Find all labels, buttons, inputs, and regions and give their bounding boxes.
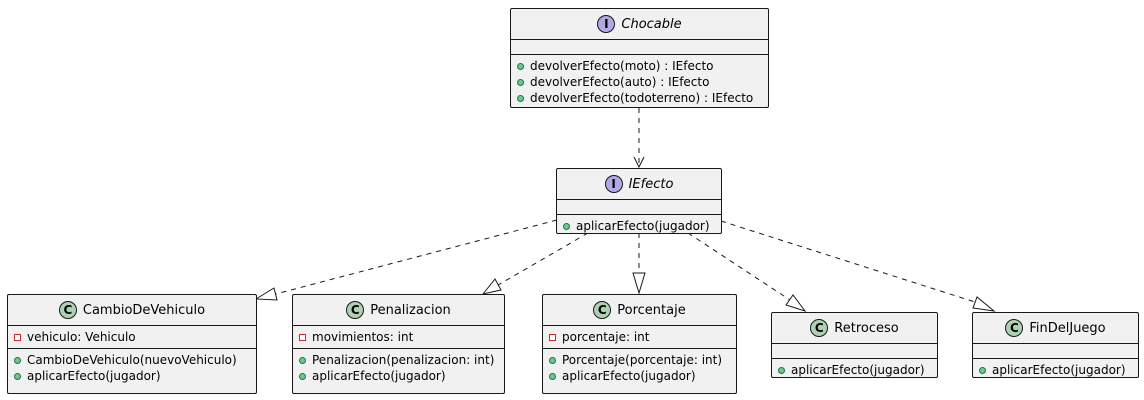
public-member-icon: [517, 78, 524, 86]
method-text: devolverEfecto(todoterreno) : IEfecto: [530, 91, 754, 105]
interface-chocable: I Chocable devolverEfecto(moto) : IEfect…: [510, 8, 769, 108]
method-text: aplicarEfecto(jugador): [562, 369, 696, 383]
methods-section: aplicarEfecto(jugador): [772, 358, 937, 381]
class-findeljuego: C FinDelJuego aplicarEfecto(jugador): [972, 312, 1139, 378]
method-row: aplicarEfecto(jugador): [557, 218, 721, 234]
method-row: devolverEfecto(todoterreno) : IEfecto: [511, 90, 768, 106]
method-text: aplicarEfecto(jugador): [312, 369, 446, 383]
class-badge-icon: C: [810, 319, 829, 337]
methods-section: aplicarEfecto(jugador): [557, 214, 721, 237]
method-row: Porcentaje(porcentaje: int): [543, 352, 736, 368]
field-row: vehiculo: Vehiculo: [8, 329, 256, 345]
realization-line-retroceso: [687, 232, 791, 301]
class-header: C Porcentaje: [543, 295, 736, 325]
class-badge-icon: C: [346, 301, 365, 319]
public-member-icon: [563, 222, 570, 230]
method-text: Penalizacion(penalizacion: int): [312, 353, 495, 367]
fields-section: porcentaje: int: [543, 325, 736, 348]
method-row: aplicarEfecto(jugador): [543, 368, 736, 384]
fields-section: movimientos: int: [293, 325, 504, 348]
class-header: C FinDelJuego: [973, 313, 1138, 343]
field-row: movimientos: int: [293, 329, 504, 345]
methods-section: CambioDeVehiculo(nuevoVehiculo) aplicarE…: [8, 348, 256, 387]
fields-section: [511, 39, 768, 54]
realization-line-findeljuego: [720, 220, 976, 303]
class-badge-icon: C: [1005, 319, 1024, 337]
field-text: vehiculo: Vehiculo: [27, 330, 136, 344]
class-header: I IEfecto: [557, 169, 721, 199]
private-member-icon: [14, 333, 21, 341]
realization-line-cambio: [271, 219, 558, 296]
class-header: C CambioDeVehiculo: [8, 295, 256, 325]
public-member-icon: [979, 366, 986, 374]
method-row: devolverEfecto(auto) : IEfecto: [511, 74, 768, 90]
public-member-icon: [299, 372, 306, 380]
realization-arrowhead-porcentaje: [632, 272, 646, 295]
class-retroceso: C Retroceso aplicarEfecto(jugador): [771, 312, 938, 378]
private-member-icon: [299, 333, 306, 341]
methods-section: Penalizacion(penalizacion: int) aplicarE…: [293, 348, 504, 387]
public-member-icon: [549, 356, 556, 364]
interface-iefecto: I IEfecto aplicarEfecto(jugador): [556, 168, 722, 234]
methods-section: Porcentaje(porcentaje: int) aplicarEfect…: [543, 348, 736, 387]
class-name: IEfecto: [628, 176, 674, 192]
class-badge-icon: C: [58, 301, 77, 319]
method-text: Porcentaje(porcentaje: int): [562, 353, 723, 367]
class-porcentaje: C Porcentaje porcentaje: int Porcentaje(…: [542, 294, 737, 394]
interface-badge-icon: I: [597, 15, 616, 33]
realization-arrowhead-findeljuego: [972, 296, 996, 312]
dependency-arrowhead: [633, 156, 645, 169]
class-name: Retroceso: [834, 320, 899, 336]
methods-section: aplicarEfecto(jugador): [973, 358, 1138, 381]
fields-section: vehiculo: Vehiculo: [8, 325, 256, 348]
method-row: devolverEfecto(moto) : IEfecto: [511, 58, 768, 74]
public-member-icon: [14, 356, 21, 364]
fields-section: [772, 343, 937, 358]
method-text: aplicarEfecto(jugador): [791, 363, 925, 377]
field-row: porcentaje: int: [543, 329, 736, 345]
class-header: C Retroceso: [772, 313, 937, 343]
field-text: movimientos: int: [312, 330, 414, 344]
class-header: I Chocable: [511, 9, 768, 39]
method-text: aplicarEfecto(jugador): [27, 369, 161, 383]
public-member-icon: [14, 372, 21, 380]
public-member-icon: [778, 366, 785, 374]
method-text: CambioDeVehiculo(nuevoVehiculo): [27, 353, 237, 367]
public-member-icon: [517, 62, 524, 70]
method-row: aplicarEfecto(jugador): [772, 362, 937, 378]
methods-section: devolverEfecto(moto) : IEfecto devolverE…: [511, 54, 768, 109]
method-row: aplicarEfecto(jugador): [293, 368, 504, 384]
public-member-icon: [299, 356, 306, 364]
class-name: CambioDeVehiculo: [82, 302, 206, 318]
method-text: devolverEfecto(moto) : IEfecto: [530, 59, 714, 73]
interface-badge-icon: I: [604, 175, 623, 193]
realization-line-penalizacion: [497, 232, 589, 286]
public-member-icon: [517, 94, 524, 102]
method-row: aplicarEfecto(jugador): [8, 368, 256, 384]
private-member-icon: [549, 333, 556, 341]
class-badge-icon: C: [593, 301, 612, 319]
fields-section: [557, 199, 721, 214]
class-cambiodevehiculo: C CambioDeVehiculo vehiculo: Vehiculo Ca…: [7, 294, 257, 394]
method-row: CambioDeVehiculo(nuevoVehiculo): [8, 352, 256, 368]
class-header: C Penalizacion: [293, 295, 504, 325]
class-name: FinDelJuego: [1029, 320, 1106, 336]
realization-arrowhead-cambio: [254, 287, 278, 301]
fields-section: [973, 343, 1138, 358]
class-name: Chocable: [621, 16, 682, 32]
method-row: Penalizacion(penalizacion: int): [293, 352, 504, 368]
class-penalizacion: C Penalizacion movimientos: int Penaliza…: [292, 294, 505, 394]
method-text: aplicarEfecto(jugador): [576, 219, 710, 233]
class-name: Porcentaje: [617, 302, 686, 318]
method-text: devolverEfecto(auto) : IEfecto: [530, 75, 710, 89]
method-row: aplicarEfecto(jugador): [973, 362, 1138, 378]
class-name: Penalizacion: [370, 302, 451, 318]
realization-arrowhead-penalizacion: [481, 278, 502, 295]
realization-arrowhead-retroceso: [785, 294, 807, 312]
public-member-icon: [549, 372, 556, 380]
method-text: aplicarEfecto(jugador): [992, 363, 1126, 377]
field-text: porcentaje: int: [562, 330, 650, 344]
